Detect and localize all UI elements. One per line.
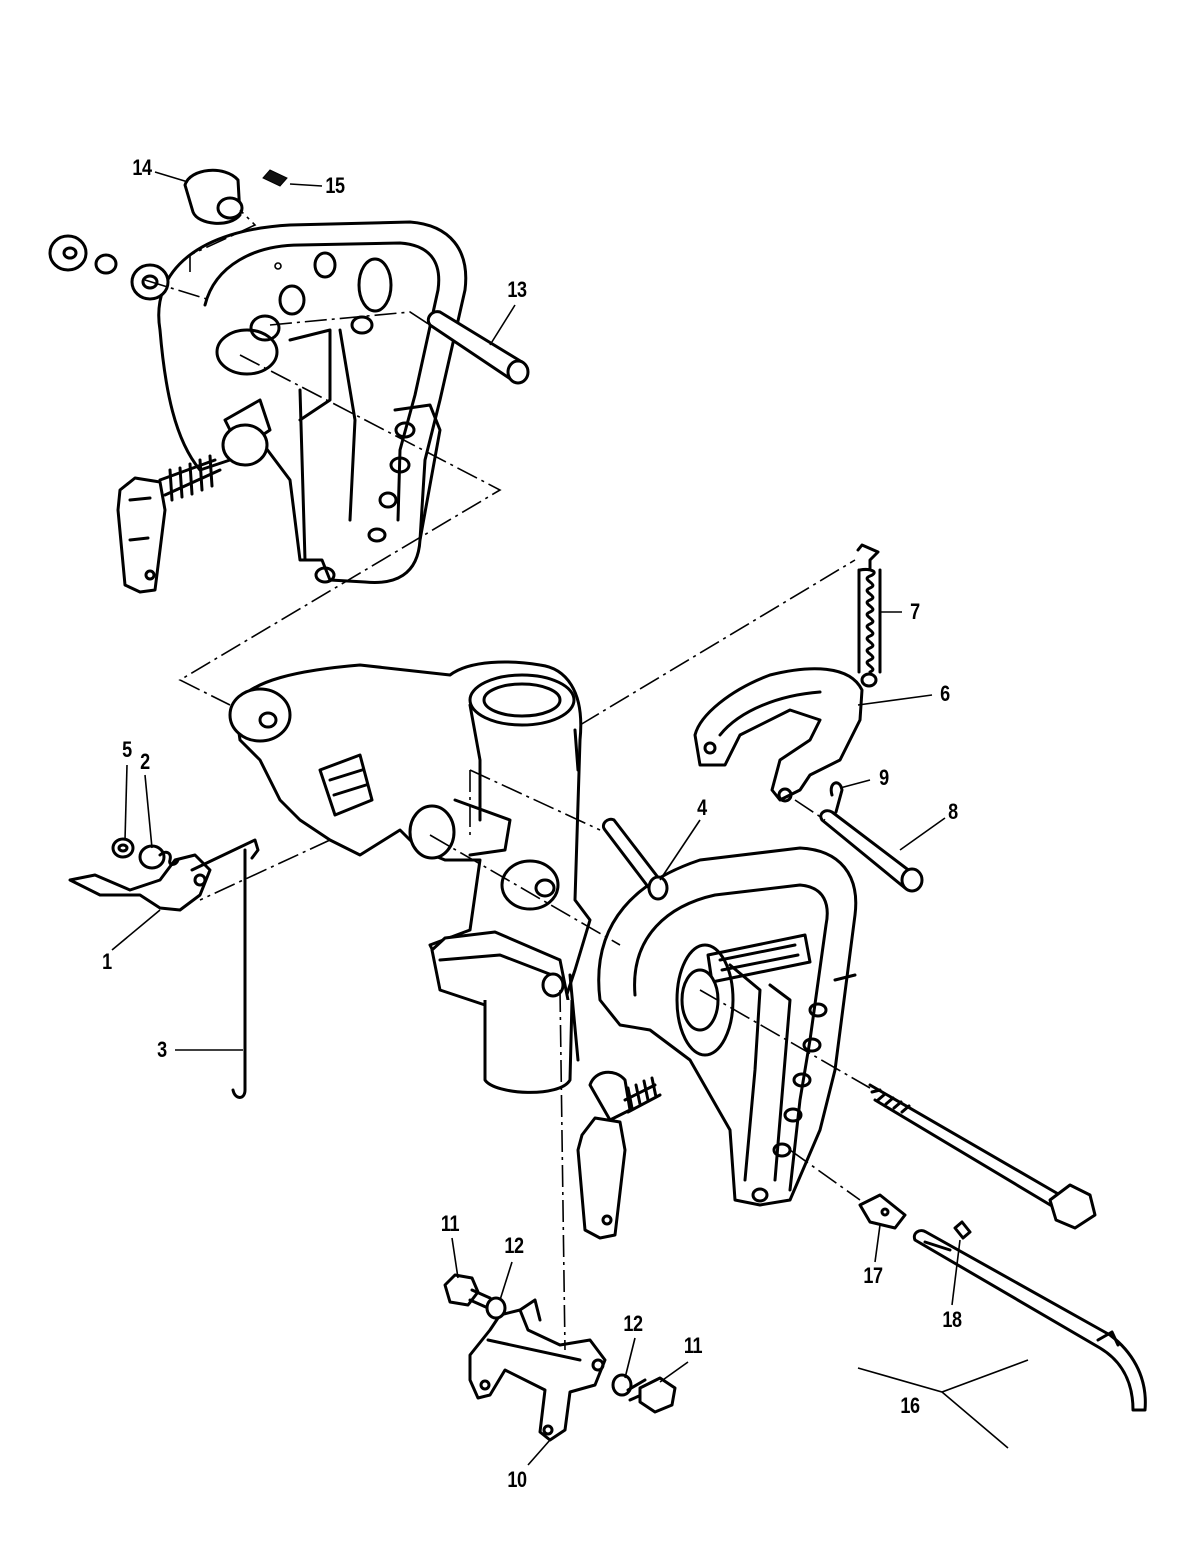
pin-part-4 bbox=[601, 817, 669, 901]
assembly-centerlines bbox=[144, 209, 871, 1351]
tilt-lock-rod-part-16 bbox=[912, 1229, 1147, 1412]
pin-part-18 bbox=[953, 1220, 972, 1240]
bracket-part-10 bbox=[468, 1298, 607, 1442]
callout-14: 14 bbox=[132, 155, 152, 180]
callout-leaders bbox=[111, 171, 1029, 1466]
callout-13: 13 bbox=[507, 277, 527, 302]
callout-2: 2 bbox=[140, 749, 150, 774]
callout-12-left: 12 bbox=[504, 1233, 524, 1258]
lower-clamp-bracket bbox=[576, 846, 858, 1240]
callout-7: 7 bbox=[910, 599, 920, 624]
callout-1: 1 bbox=[102, 949, 112, 974]
callout-11-left: 11 bbox=[440, 1211, 460, 1236]
callout-11-right: 11 bbox=[683, 1333, 703, 1358]
swivel-bracket bbox=[228, 660, 592, 1094]
callout-18: 18 bbox=[942, 1307, 962, 1332]
callout-6: 6 bbox=[940, 681, 950, 706]
tilt-lock-lever-part-6 bbox=[693, 667, 864, 803]
tilt-tube-bolt bbox=[868, 1083, 1097, 1230]
spring-part-2 bbox=[138, 844, 180, 870]
callout-5: 5 bbox=[122, 737, 132, 762]
callout-12-right: 12 bbox=[623, 1311, 643, 1336]
washer-part-5 bbox=[111, 837, 135, 859]
callout-10: 10 bbox=[507, 1467, 527, 1492]
callout-16: 16 bbox=[900, 1393, 920, 1418]
callout-15: 15 bbox=[325, 173, 345, 198]
upper-clamp-bracket bbox=[48, 220, 468, 594]
tilt-lever-part-1 bbox=[68, 853, 212, 912]
tilt-rod-part-3 bbox=[190, 838, 260, 1099]
callout-17: 17 bbox=[863, 1263, 883, 1288]
pin-part-15 bbox=[262, 169, 288, 187]
spacer-part-12b bbox=[611, 1373, 633, 1397]
callout-9: 9 bbox=[879, 765, 889, 790]
callout-3: 3 bbox=[157, 1037, 167, 1062]
bolt-part-11b bbox=[626, 1376, 677, 1414]
spring-part-7 bbox=[856, 543, 882, 688]
spacer-part-12a bbox=[485, 1296, 507, 1320]
callout-8: 8 bbox=[948, 799, 958, 824]
callout-4: 4 bbox=[697, 795, 707, 820]
cotter-pin-part-9 bbox=[829, 781, 844, 814]
bolt-part-11a bbox=[443, 1273, 492, 1310]
pin-part-8 bbox=[819, 809, 924, 893]
cam-part-17 bbox=[858, 1193, 907, 1230]
pivot-pin-part-13 bbox=[426, 310, 530, 385]
cap-part-14 bbox=[183, 168, 244, 225]
